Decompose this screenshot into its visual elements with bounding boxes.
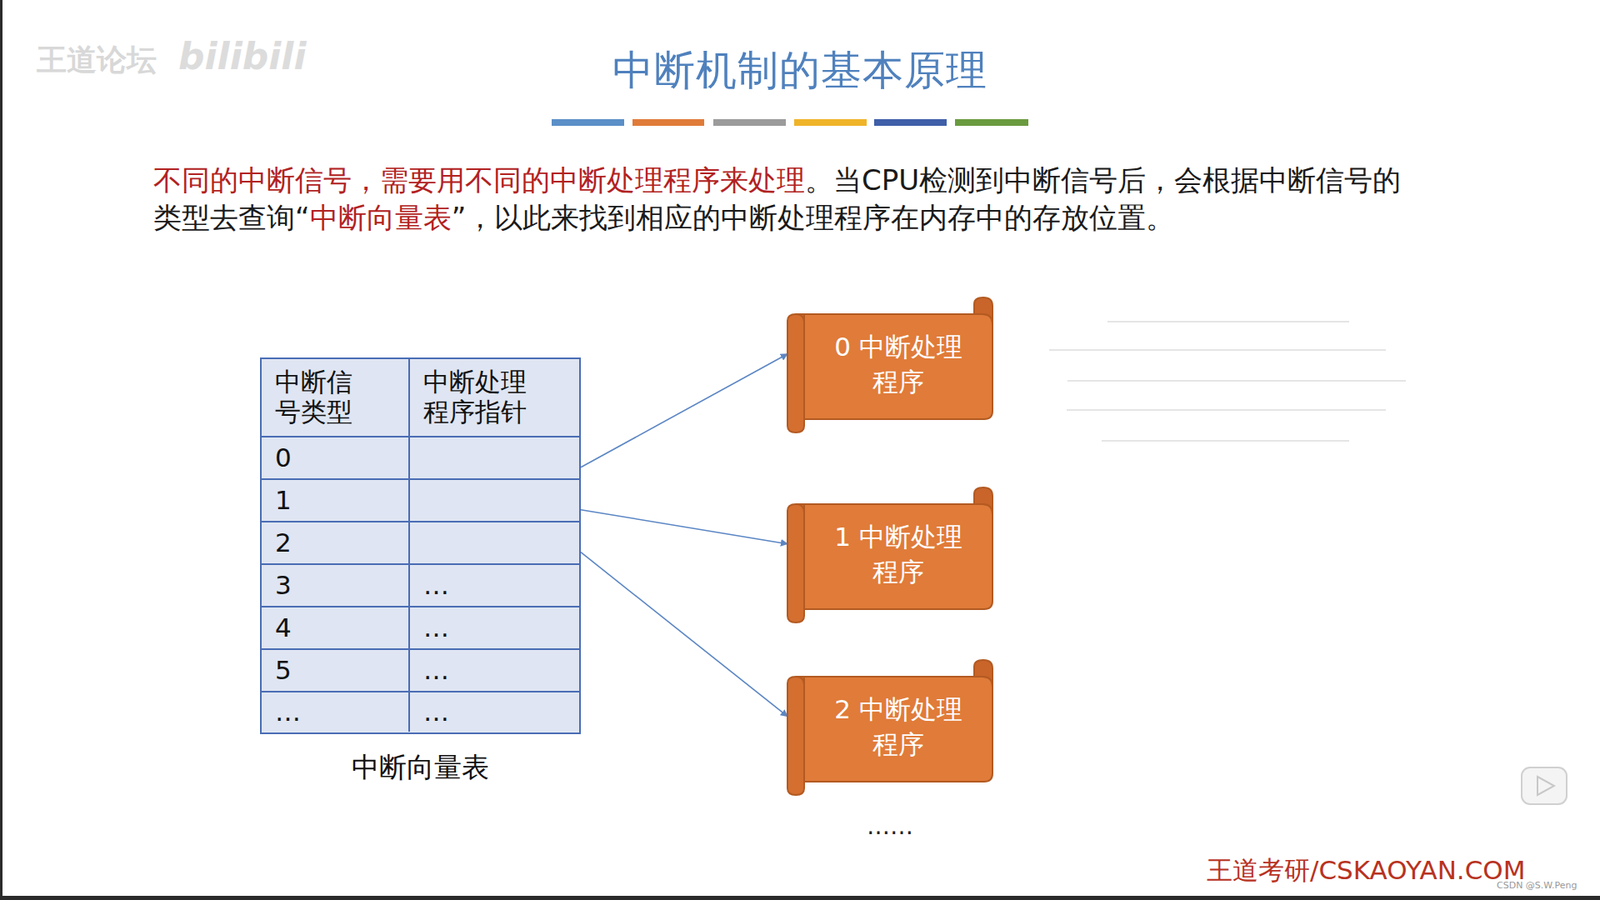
color-bar [632, 119, 705, 126]
scroll-label: 1 中断处理程序 [828, 520, 968, 590]
cell-text: … [423, 655, 450, 686]
cell-text: 2 [275, 528, 292, 559]
frame-edge [0, 0, 3, 900]
table-cell [408, 480, 580, 521]
table-row: …… [261, 692, 580, 732]
handler-scroll: 1 中断处理程序 [785, 485, 996, 625]
pointer-arrow [580, 510, 788, 545]
table-caption: 中断向量表 [261, 749, 580, 787]
cell-text: 1 [275, 485, 292, 516]
table-row: 3… [261, 565, 580, 608]
pointer-arrow [580, 552, 788, 717]
table-cell: … [408, 607, 580, 649]
table-cell: 0 [261, 437, 409, 479]
color-bar [551, 119, 625, 126]
highlight-text: 不同的中断信号，需要用不同的中断处理程序来处理 [153, 163, 805, 197]
cell-text: 5 [275, 655, 292, 686]
table-cell: 1 [261, 480, 409, 521]
watermark: 王道论坛 [36, 40, 157, 81]
faded-lines [1049, 321, 1406, 441]
color-bar [955, 119, 1029, 126]
cell-text: 4 [275, 613, 292, 644]
table-row: 5… [261, 650, 580, 693]
table-cell: … [408, 692, 580, 732]
ellipsis: …… [866, 812, 914, 840]
handler-scroll: 2 中断处理程序 [785, 658, 996, 797]
scroll-shape [785, 485, 996, 625]
scroll-label: 0 中断处理程序 [828, 330, 968, 400]
table-cell: … [408, 650, 580, 691]
cell-text: 中断信号类型 [275, 367, 355, 427]
cell-text: 0 [275, 443, 292, 474]
cell-text: … [423, 613, 450, 644]
table-cell: 2 [261, 522, 409, 564]
vector-table: 中断向量表中断信号类型中断处理程序指针0123…4…5……… [260, 357, 581, 735]
header-cell: 中断处理程序指针 [408, 359, 580, 436]
table-row: 0 [261, 437, 580, 480]
table-cell: 4 [261, 607, 409, 649]
body-text: ”，以此来找到相应的中断处理程序在内存中的存放位置。 [451, 200, 1175, 235]
cell-text: … [423, 570, 450, 601]
color-bar [794, 119, 867, 126]
cell-text: … [423, 697, 450, 728]
scroll-label: 2 中断处理程序 [828, 692, 968, 763]
table-cell [408, 522, 580, 564]
footer-brand: 王道考研/CSKAOYAN.COM [1206, 853, 1526, 889]
table-cell: 5 [261, 650, 409, 691]
scroll-shape [785, 658, 996, 797]
table-row: 4… [261, 607, 580, 650]
header-cell: 中断信号类型 [261, 359, 409, 436]
color-bar [713, 119, 786, 126]
table-row: 2 [261, 522, 580, 565]
cell-text: 3 [275, 570, 292, 601]
pointer-arrow [580, 354, 788, 468]
highlight-text: 中断向量表 [310, 200, 452, 235]
credit: CSDN @S.W.Peng [1496, 880, 1577, 891]
watermark: bilibili [178, 35, 306, 78]
table-cell [408, 437, 580, 479]
play-icon [1521, 767, 1567, 805]
table-row: 1 [261, 480, 580, 523]
frame-edge [0, 895, 1600, 900]
cell-text: 中断处理程序指针 [423, 367, 530, 427]
description-paragraph: 不同的中断信号，需要用不同的中断处理程序来处理。当CPU检测到中断信号后，会根据… [153, 161, 1404, 237]
cell-text: … [275, 697, 301, 728]
table-cell: … [408, 565, 580, 606]
handler-scroll: 0 中断处理程序 [785, 295, 996, 435]
table-cell: … [261, 692, 409, 732]
table-cell: 3 [261, 565, 409, 606]
color-bar [874, 119, 947, 126]
table-header-row: 中断信号类型 中断处理程序指针 [261, 359, 580, 438]
scroll-shape [785, 295, 996, 435]
